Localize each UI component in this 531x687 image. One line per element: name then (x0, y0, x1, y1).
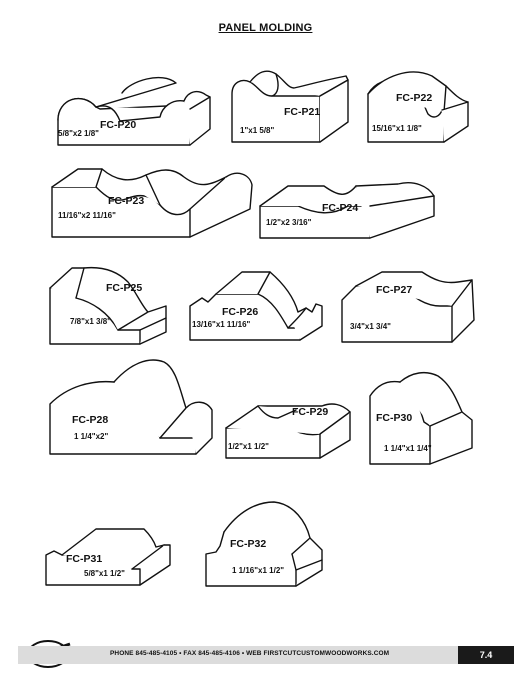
profile-fc-p23: FC-P23 11/16"x2 11/16" (50, 165, 255, 245)
code-label: FC-P23 (108, 195, 145, 207)
fc-p31-drawing (45, 528, 171, 586)
size-label: 1 1/4"x1 1/4" (384, 444, 432, 453)
size-label: 1 1/16"x1 1/2" (232, 566, 285, 575)
fc-p22-drawing (367, 71, 469, 143)
size-label: 5/8"x1 1/2" (84, 569, 125, 578)
fc-p24-drawing (259, 182, 435, 239)
size-label: 5/8"x2 1/8" (58, 129, 99, 138)
page-number: 7.4 (458, 646, 514, 664)
fc-p30-drawing (369, 371, 473, 465)
size-label: 7/8"x1 3/8" (70, 317, 111, 326)
profile-fc-p30: FC-P30 1 1/4"x1 1/4" (368, 368, 478, 468)
profile-fc-p31: FC-P31 5/8"x1 1/2" (44, 515, 184, 590)
code-label: FC-P20 (100, 119, 137, 131)
size-label: 15/16"x1 1/8" (372, 124, 422, 133)
code-label: FC-P24 (322, 202, 359, 214)
profile-fc-p22: FC-P22 15/16"x1 1/8" (364, 71, 474, 152)
page-title: PANEL MOLDING (218, 22, 313, 34)
code-label: FC-P28 (72, 414, 109, 426)
profile-fc-p32: FC-P32 1 1/16"x1 1/2" (204, 498, 339, 590)
code-label: FC-P21 (284, 106, 321, 118)
profile-fc-p27: FC-P27 3/4"x1 3/4" (340, 270, 480, 350)
fc-p26-drawing (189, 271, 323, 341)
code-label: FC-P25 (106, 282, 143, 294)
code-label: FC-P27 (376, 284, 413, 296)
size-label: 1/2"x1 1/2" (228, 442, 269, 451)
fc-p23-drawing (51, 168, 253, 238)
footer-contact: PHONE 845-485-4105 • FAX 845-485-4106 • … (110, 650, 390, 657)
profile-fc-p28: FC-P28 1 1/4"x2" (48, 354, 223, 459)
fc-p32-drawing (205, 501, 323, 587)
code-label: FC-P32 (230, 538, 267, 550)
size-label: 1/2"x2 3/16" (266, 218, 312, 227)
size-label: 13/16"x1 11/16" (192, 320, 251, 329)
size-label: 3/4"x1 3/4" (350, 322, 391, 331)
profile-fc-p24: FC-P24 1/2"x2 3/16" (258, 180, 438, 245)
size-label: 1"x1 5/8" (240, 126, 275, 135)
code-label: FC-P30 (376, 412, 413, 424)
code-label: FC-P22 (396, 92, 433, 104)
fc-p21-drawing (231, 70, 349, 143)
profile-fc-p21: FC-P21 1"x1 5/8" (228, 70, 358, 152)
code-label: FC-P26 (222, 306, 259, 318)
fc-p28-drawing (49, 359, 213, 455)
fc-p29-drawing (225, 403, 351, 459)
profile-fc-p25: FC-P25 7/8"x1 3/8" (48, 262, 173, 350)
size-label: 1 1/4"x2" (74, 432, 109, 441)
fc-p25-drawing (49, 266, 167, 345)
footer-bar: PHONE 845-485-4105 • FAX 845-485-4106 • … (18, 646, 514, 664)
profile-fc-p26: FC-P26 13/16"x1 11/16" (188, 268, 333, 346)
fc-p20-drawing (57, 76, 211, 146)
profile-fc-p29: FC-P29 1/2"x1 1/2" (224, 400, 359, 465)
size-label: 11/16"x2 11/16" (58, 211, 116, 220)
code-label: FC-P31 (66, 553, 103, 565)
code-label: FC-P29 (292, 406, 329, 418)
profile-fc-p20: FC-P20 5/8"x2 1/8" (50, 76, 215, 155)
fc-p27-drawing (341, 271, 475, 343)
